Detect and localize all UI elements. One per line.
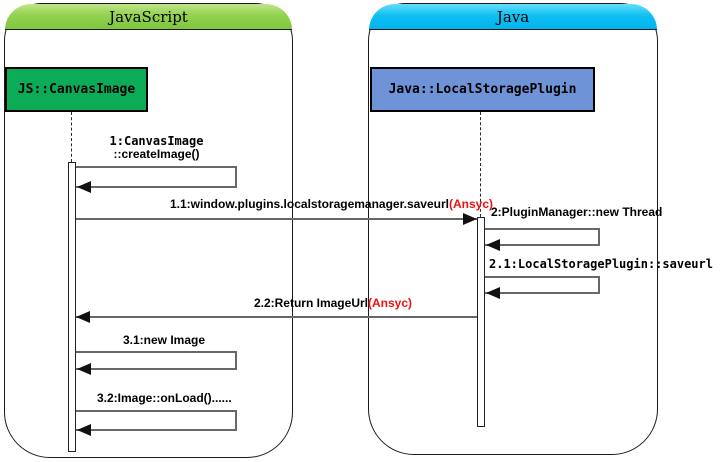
message-2-label: 2:PluginManager::new Thread (491, 205, 663, 219)
message-2-1-label: 2.1:LocalStoragePlugin::saveurl (489, 257, 713, 271)
message-2-self-loop (485, 228, 600, 246)
message-1-1-arrowhead-icon (463, 213, 477, 225)
message-1-label-line2: ::createImage() (113, 147, 200, 161)
message-2-2-label-async: (Ansyc) (367, 296, 412, 310)
message-2-2-line (76, 316, 477, 318)
message-2-1-arrowhead-icon (486, 287, 500, 299)
message-1-1-line (76, 218, 477, 220)
message-3-1-label: 3.1:new Image (123, 333, 206, 347)
message-3-2-self-loop (76, 410, 237, 431)
frame-java-title: Java (496, 8, 530, 26)
lifeline-js (71, 112, 72, 162)
activation-bar-js (68, 162, 76, 452)
object-box-java-localstorageplugin: Java::LocalStoragePlugin (370, 67, 595, 112)
frame-javascript-title: JavaScript (109, 8, 188, 26)
object-label-js-canvasimage: JS::CanvasImage (17, 82, 136, 97)
message-2-1-self-loop (485, 276, 600, 294)
message-1-1-label-async: (Ansyc) (448, 197, 493, 211)
message-3-2-label: 3.2:Image::onLoad()...... (97, 391, 232, 405)
message-2-2-label: 2.2:Return ImageUrl(Ansyc) (200, 296, 412, 310)
lifeline-java (480, 112, 481, 217)
message-1-1-label: 1.1:window.plugins.localstoragemanager.s… (170, 197, 493, 211)
activation-bar-java (477, 217, 485, 427)
message-3-1-arrowhead-icon (77, 363, 91, 375)
message-1-self-loop (76, 166, 237, 188)
message-2-arrowhead-icon (486, 239, 500, 251)
message-3-2-arrowhead-icon (77, 424, 91, 436)
message-3-1-self-loop (76, 351, 237, 370)
frame-java-header: Java (369, 4, 657, 30)
object-box-js-canvasimage: JS::CanvasImage (5, 67, 148, 112)
message-1-label-line1: 1:CanvasImage (109, 134, 204, 148)
object-label-java-localstorageplugin: Java::LocalStoragePlugin (388, 82, 577, 97)
message-2-2-label-text: 2.2:Return ImageUrl (253, 296, 368, 310)
message-1-1-label-text: 1.1:window.plugins.localstoragemanager.s… (170, 197, 449, 211)
message-2-2-arrowhead-icon (76, 311, 90, 323)
message-1-arrowhead-icon (77, 181, 91, 193)
frame-javascript-header: JavaScript (5, 4, 292, 30)
